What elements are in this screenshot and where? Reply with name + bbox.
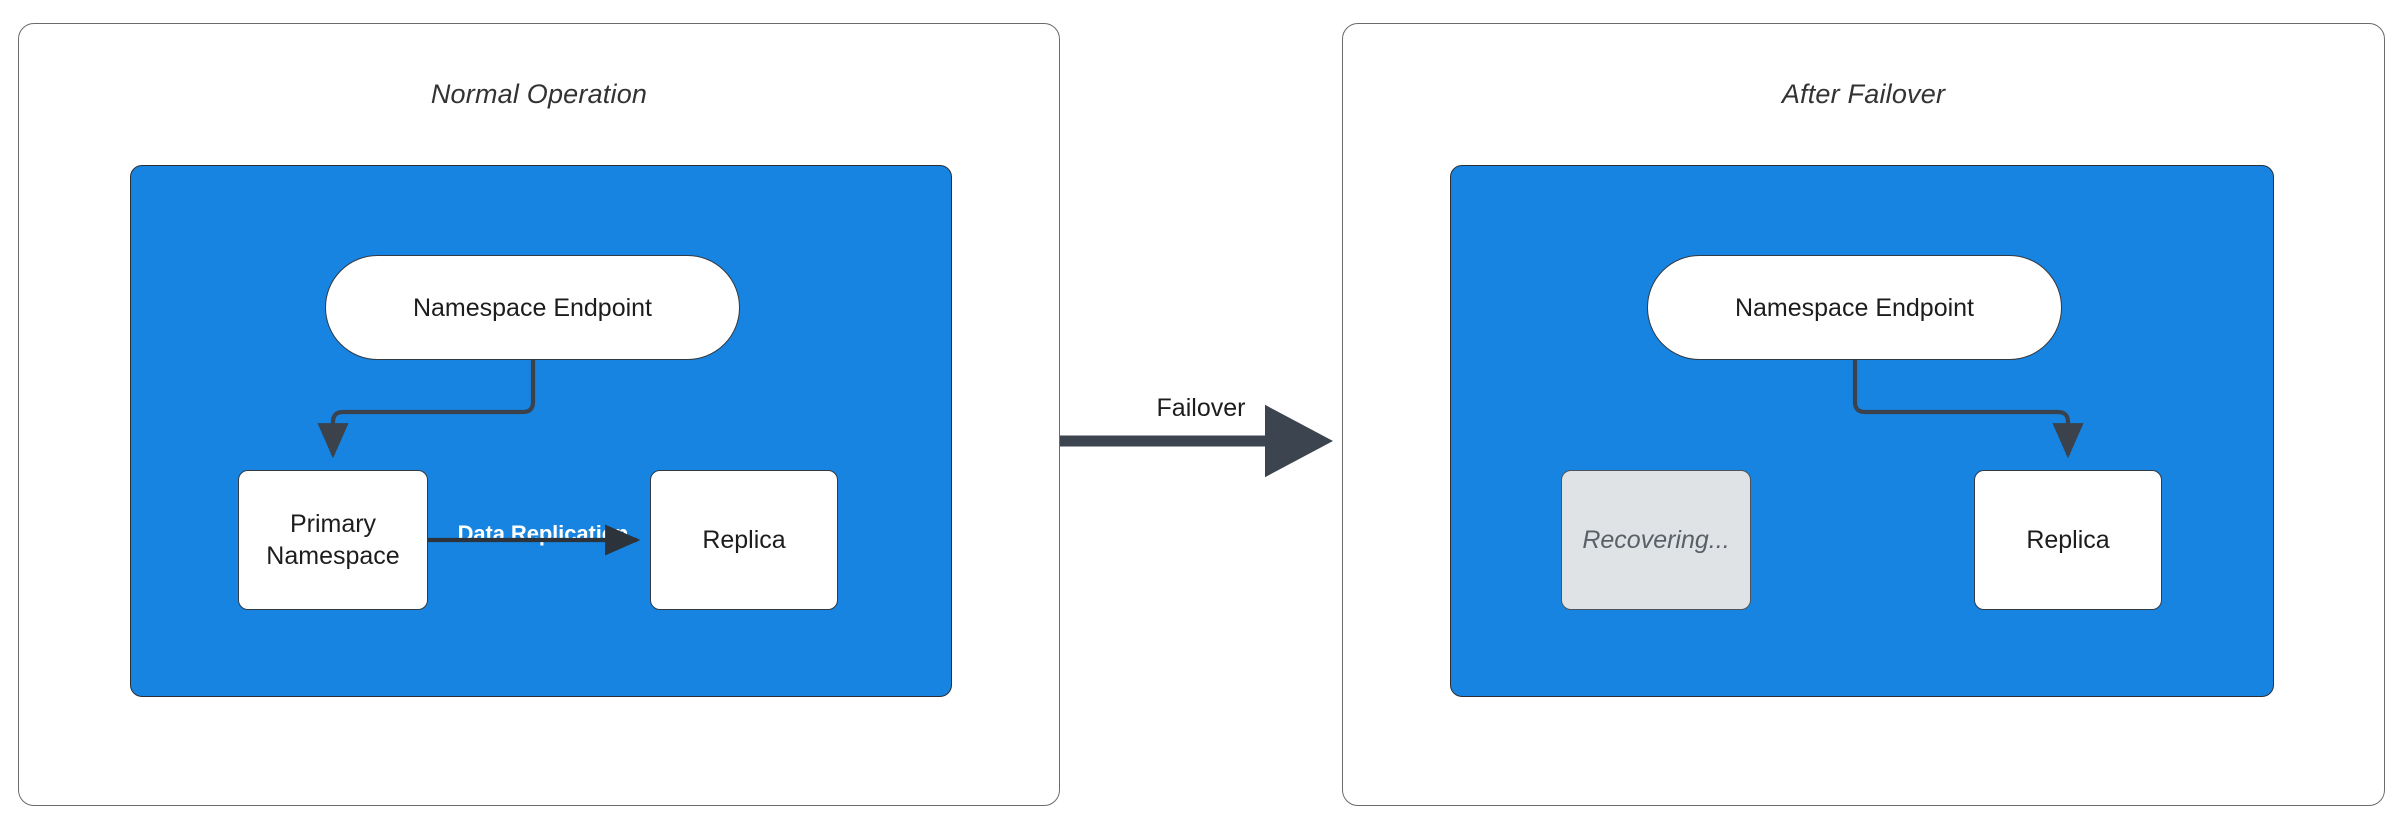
- node-namespace-endpoint-left[interactable]: Namespace Endpoint: [325, 255, 740, 360]
- node-label-recovering: Recovering...: [1582, 526, 1730, 554]
- node-label-replica-right: Replica: [2026, 526, 2110, 554]
- node-label-replica-left: Replica: [702, 526, 786, 554]
- node-label-namespace-endpoint-right: Namespace Endpoint: [1734, 293, 1975, 322]
- panel-title-normal-operation: Normal Operation: [430, 79, 648, 109]
- node-replica-left[interactable]: Replica: [650, 470, 838, 610]
- node-recovering[interactable]: Recovering...: [1561, 470, 1751, 610]
- node-label-primary-namespace-line2: Namespace: [266, 542, 400, 570]
- connector-endpoint-to-replica: [1852, 360, 2084, 459]
- node-label-primary-namespace-line1: Primary: [289, 510, 377, 538]
- panel-title-after-failover: After Failover: [1781, 79, 1946, 109]
- edge-label-failover: Failover: [1156, 394, 1246, 422]
- node-namespace-endpoint-right[interactable]: Namespace Endpoint: [1647, 255, 2062, 360]
- node-primary-namespace[interactable]: Primary Namespace: [238, 470, 428, 610]
- connector-endpoint-to-primary: [317, 360, 536, 459]
- node-replica-right[interactable]: Replica: [1974, 470, 2162, 610]
- node-label-namespace-endpoint-left: Namespace Endpoint: [412, 293, 653, 322]
